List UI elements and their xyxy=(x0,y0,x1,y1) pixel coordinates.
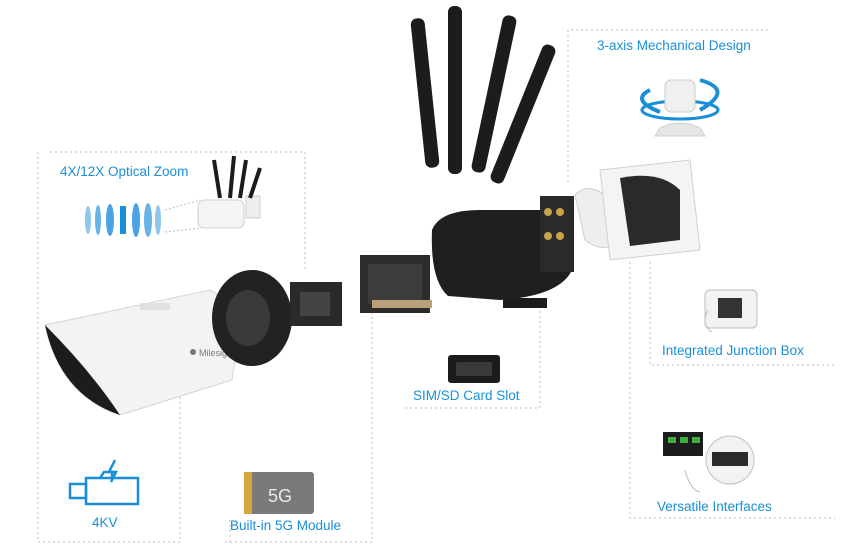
sim-card-icon xyxy=(448,355,500,383)
label-4kv: 4KV xyxy=(92,515,118,530)
bracket-mount xyxy=(574,159,701,261)
main-board xyxy=(360,255,432,313)
lens-zoom-icon xyxy=(85,155,262,237)
label-interfaces: Versatile Interfaces xyxy=(657,499,772,514)
5g-module-icon: 5G xyxy=(244,472,314,514)
rear-body xyxy=(431,196,574,308)
lens-module xyxy=(290,282,342,326)
label-5g-module: Built-in 5G Module xyxy=(230,518,342,533)
brand-mark: Milesight xyxy=(199,348,235,358)
rotate-axis-icon xyxy=(640,78,720,137)
antennas xyxy=(410,6,556,184)
label-junction-box: Integrated Junction Box xyxy=(662,343,804,358)
label-3-axis: 3-axis Mechanical Design xyxy=(597,38,751,53)
label-optical-zoom: 4X/12X Optical Zoom xyxy=(60,164,189,179)
label-sim-sd: SIM/SD Card Slot xyxy=(413,388,520,403)
lens-barrel xyxy=(212,270,292,366)
chip-label: 5G xyxy=(268,486,292,506)
surge-protection-icon xyxy=(68,459,140,506)
junction-box-icon xyxy=(704,289,758,333)
interfaces-icon xyxy=(663,432,755,493)
guide-lines xyxy=(37,29,835,543)
camera-housing: Milesight xyxy=(44,289,239,416)
